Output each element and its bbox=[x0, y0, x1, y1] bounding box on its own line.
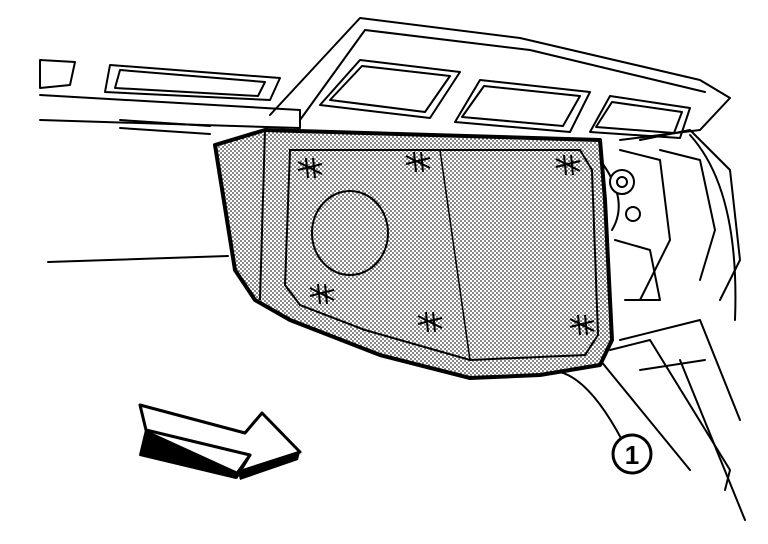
clip-mark-icon bbox=[417, 311, 443, 333]
callout-number: 1 bbox=[625, 440, 639, 470]
clip-mark-icon bbox=[569, 314, 595, 336]
vehicle-underbody bbox=[39, 17, 746, 521]
undercover-panel bbox=[213, 128, 614, 380]
callout-circle bbox=[611, 433, 653, 475]
front-direction-arrow-icon bbox=[138, 403, 302, 480]
clip-mark-icon bbox=[405, 151, 431, 173]
clip-mark-icon bbox=[555, 154, 581, 176]
clip-mark-icon bbox=[297, 157, 323, 179]
callout-1: 1 bbox=[559, 371, 653, 475]
clip-mark-icon bbox=[297, 151, 595, 336]
clip-mark-icon bbox=[309, 283, 335, 305]
callout-leader-line bbox=[559, 371, 623, 441]
